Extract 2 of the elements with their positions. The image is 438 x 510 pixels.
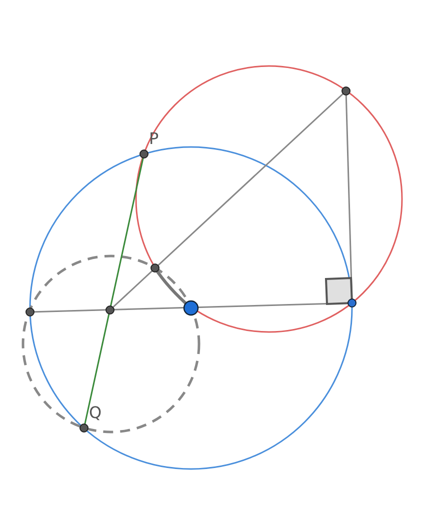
point-label: Q [89,405,102,421]
point-label: P [149,131,159,147]
